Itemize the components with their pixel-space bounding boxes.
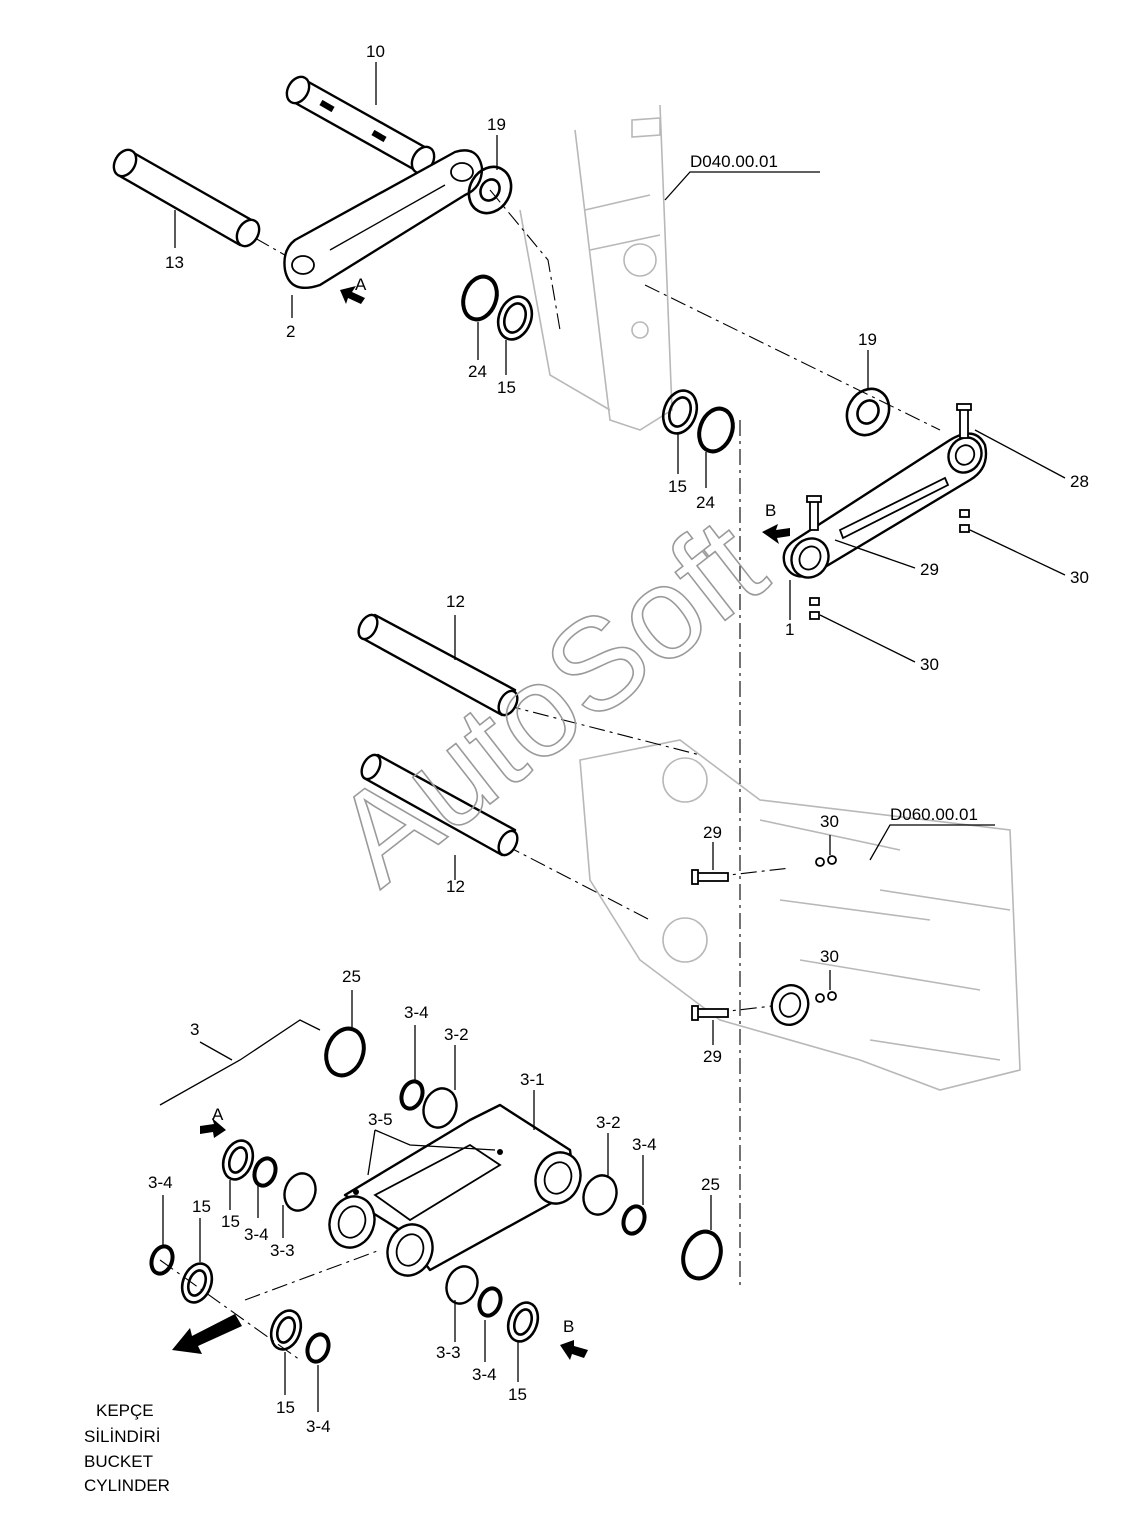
view-arrow-label: B [765,501,776,520]
ring-15-mid [661,389,699,435]
part-label: 29 [703,1047,722,1066]
part-label: 3-4 [244,1225,269,1244]
part-label: 3-3 [436,1343,461,1362]
part-label: 3-4 [306,1417,331,1436]
bolt-29-right [806,495,822,531]
part-label: 3-4 [404,1003,429,1022]
part-label: 3-4 [148,1173,173,1192]
ring-15-top [496,295,534,341]
part-label: 30 [820,812,839,831]
arrows-lower [172,1118,588,1360]
bushing-3-2-left [422,1087,458,1129]
part-label: 3-2 [596,1113,621,1132]
view-arrow-label: A [355,275,367,294]
nuts-30-right [809,509,970,620]
part-label: 10 [366,42,385,61]
part-label: 3 [190,1020,199,1039]
part-label: 30 [1070,568,1089,587]
rings-3-4 [149,1079,647,1364]
bucket-ghost-outline [579,739,1021,1091]
part-label: 15 [276,1398,295,1417]
washer-19-top [467,165,513,215]
bolt-29-upper [691,869,729,885]
part-label: 3-4 [472,1365,497,1384]
link-1 [782,432,988,579]
bushing-3-3-left [283,1172,317,1212]
view-arrow-label: A [212,1105,224,1124]
part-label: 25 [701,1175,720,1194]
bolt-28 [956,403,972,439]
caption-line: BUCKET [84,1452,153,1471]
part-label: 2 [286,322,295,341]
part-label: 28 [1070,472,1089,491]
part-label: 3-1 [520,1070,545,1089]
reference-arm: D040.00.01 [690,152,778,171]
pin-12-upper [357,613,519,717]
link-2 [283,149,484,290]
part-label: 1 [785,620,794,639]
part-label: 15 [668,477,687,496]
caption-line: SİLİNDİRİ [84,1427,161,1446]
caption-line: CYLINDER [84,1476,170,1495]
pin-13 [112,148,261,248]
arm-ghost-outline [519,104,673,431]
part-label: 12 [446,592,465,611]
part-label: 29 [703,823,722,842]
washer-19-right [845,387,891,437]
part-label: 15 [497,378,516,397]
bushing-3-3-right [445,1265,479,1305]
part-label: 25 [342,967,361,986]
rings-15-lower [180,1139,540,1351]
pin-12-lower [360,753,519,857]
part-label: 19 [858,330,877,349]
arrow-b-right [762,524,790,544]
part-label: 30 [820,947,839,966]
part-label: 19 [487,115,506,134]
watermark: AutoSoft [307,490,790,912]
pin-10 [285,75,436,175]
part-label: 13 [165,253,184,272]
part-label: 3-5 [368,1110,393,1129]
bolt-29-lower [691,1005,729,1021]
part-label: 3-3 [270,1241,295,1260]
part-label: 30 [920,655,939,674]
ring-24-top [461,274,499,322]
nuts-30-bucket [815,855,837,1003]
part-label: 3-2 [444,1025,469,1044]
caption-line: KEPÇE [96,1401,154,1420]
part-label: 15 [192,1197,211,1216]
ring-24-mid [697,406,735,454]
bushing-3-2-right [582,1174,618,1216]
part-label: 12 [446,877,465,896]
part-label: 15 [508,1385,527,1404]
leader-lines [159,62,1066,1412]
part-label: 29 [920,560,939,579]
part-label: 15 [221,1212,240,1231]
bushing-bucket [770,984,810,1026]
reference-bucket: D060.00.01 [890,805,978,824]
rings-25 [324,1026,723,1281]
part-label: 24 [696,493,715,512]
part-label: 3-4 [632,1135,657,1154]
part-labels: 10 19 13 2 24 15 15 24 19 28 29 30 1 30 … [148,42,1089,1436]
arrow-a-top [340,286,365,304]
link-3-1 [328,1103,582,1277]
caption-bucket-cylinder: KEPÇE SİLİNDİRİ BUCKET CYLINDER [84,1401,170,1495]
part-label: 24 [468,362,487,381]
view-arrow-label: B [563,1317,574,1336]
